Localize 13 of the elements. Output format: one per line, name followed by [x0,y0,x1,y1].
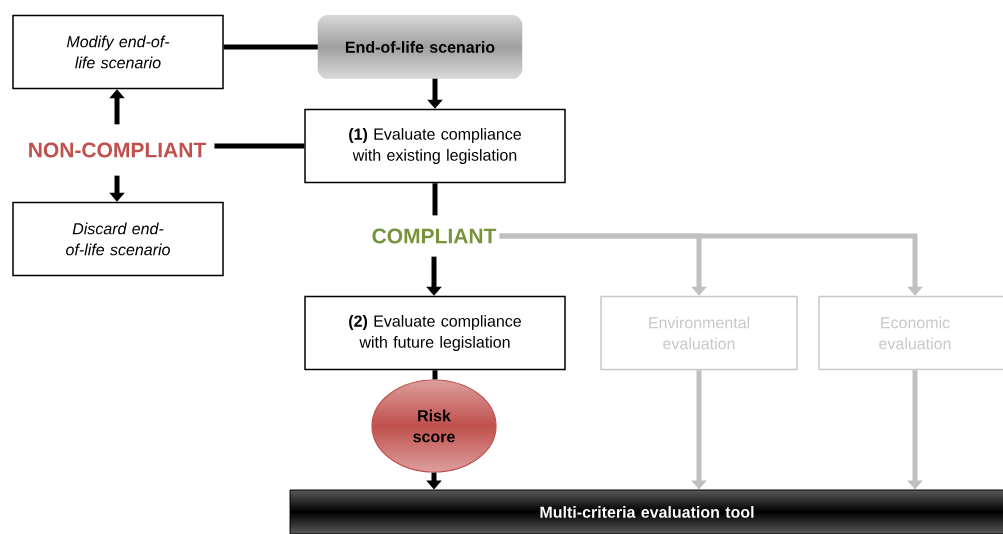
process-box: Modify end-of-life scenario [12,14,224,90]
connector-line [214,143,305,149]
process-box: Discard end-of-life scenario [12,201,224,277]
process-box: (1) Evaluate compliance with existing legislation [304,108,566,184]
connector-line [432,370,438,380]
process-box: End-of-life scenario [317,15,523,79]
arrow [499,233,923,296]
connector-line [223,44,318,50]
status-label: COMPLIANT [372,228,497,244]
status-label: NON-COMPLIANT [29,142,207,158]
process-box: (2) Evaluate compliance with future legislation [304,295,566,371]
connector-line [432,183,438,216]
tool-bar: Multi-criteria evaluation tool [289,489,1003,534]
